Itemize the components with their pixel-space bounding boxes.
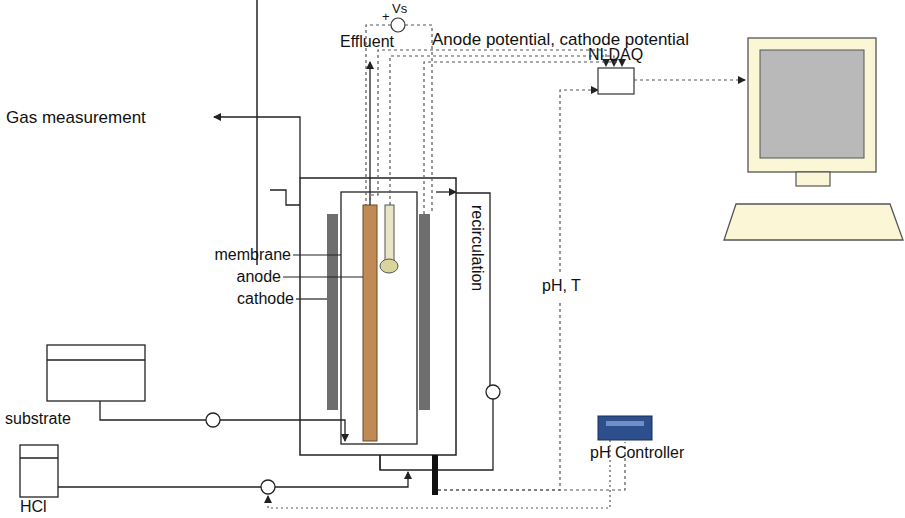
node-text: pH Controller: [590, 444, 684, 461]
voltage-source: Vs: [392, 2, 407, 17]
recirculation-label: recirculation: [468, 205, 486, 291]
ph-controller: pH Controller: [590, 444, 684, 462]
gas-label: Gas measurement: [6, 108, 146, 128]
part-label: cathode: [237, 290, 294, 308]
node-text: HCl: [20, 498, 47, 515]
signal-label: Anode potential, cathode potential: [432, 30, 689, 50]
part-label: anode: [237, 268, 282, 286]
part-label: membrane: [215, 246, 291, 264]
signal-label: pH, T: [540, 277, 583, 295]
polarity-sign: +: [382, 10, 390, 25]
substrate-tank: substrate: [5, 410, 71, 428]
hcl-tank: HCl: [20, 498, 47, 516]
effluent-label: Effluent: [340, 33, 394, 51]
node-text: substrate: [5, 410, 71, 427]
